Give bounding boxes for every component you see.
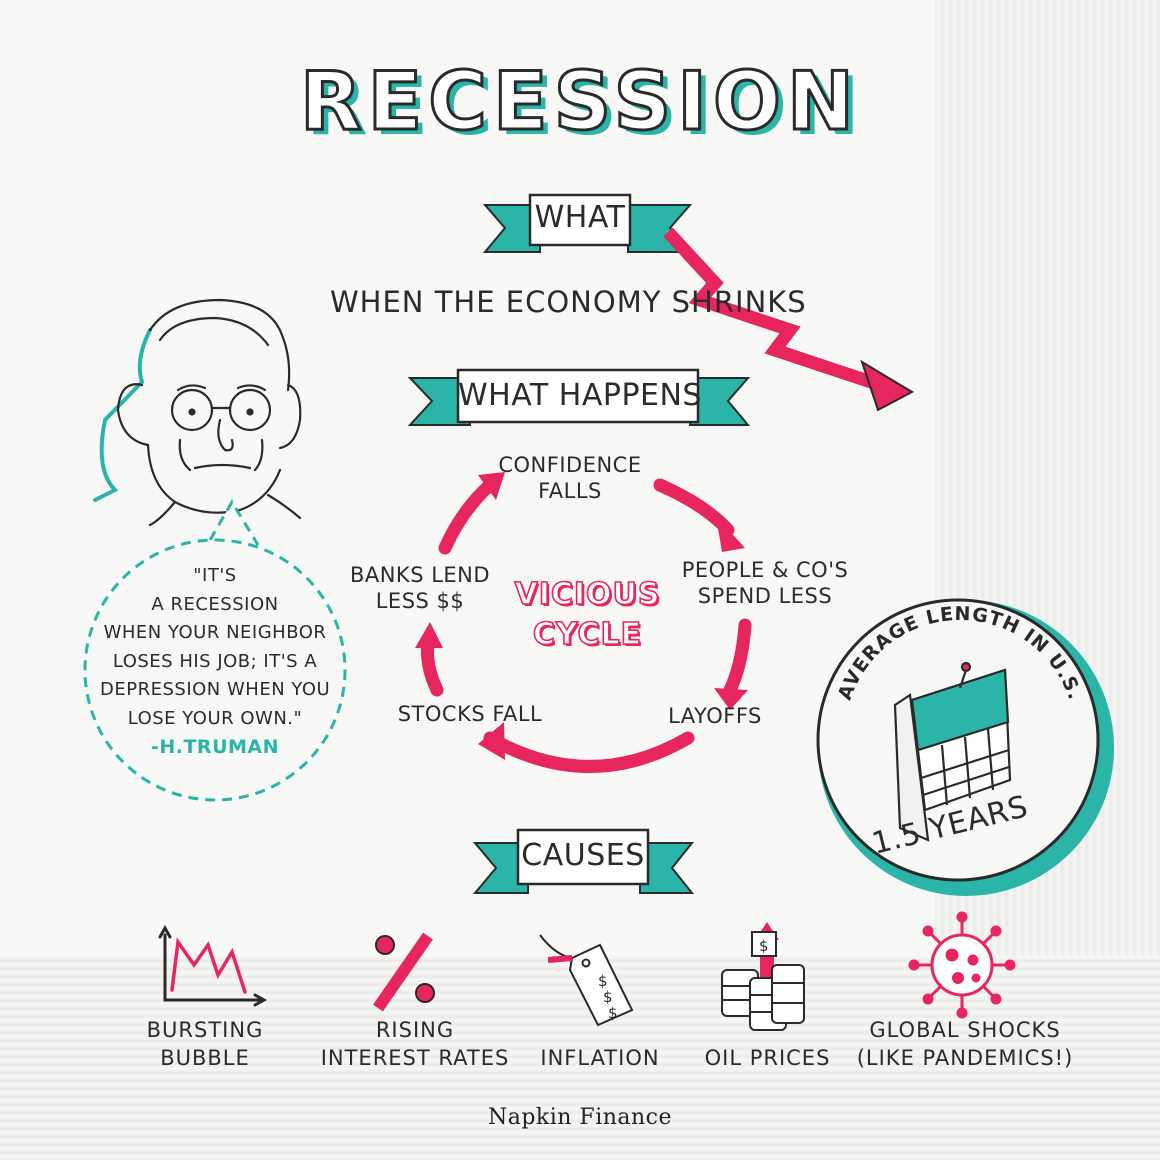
cycle-stocks-fall: STOCKS FALL — [397, 702, 543, 726]
cause-line: BUBBLE — [160, 1046, 250, 1070]
cycle-banks-line2: LESS $$ — [375, 589, 465, 613]
cause-line: BURSTING — [146, 1018, 264, 1042]
banner-what-label: WHAT — [534, 200, 626, 235]
svg-text:$: $ — [759, 937, 769, 955]
quote-line: LOSE YOUR OWN." — [127, 707, 303, 729]
truman-portrait-icon — [93, 298, 302, 527]
banner-what-happens — [407, 368, 751, 426]
economy-down-arrow-icon — [663, 227, 915, 412]
cycle-banks-lend: BANKS LEND LESS $$ — [340, 562, 500, 614]
banner-causes-label: CAUSES — [521, 838, 645, 873]
cycle-confidence-line1: CONFIDENCE — [498, 453, 642, 477]
cause-inflation: INFLATION — [540, 1046, 660, 1070]
cycle-layoffs: LAYOFFS — [668, 704, 762, 728]
cycle-confidence-line2: FALLS — [538, 479, 602, 503]
cause-line: GLOBAL SHOCKS — [869, 1018, 1061, 1042]
cycle-spend-line2: SPEND LESS — [697, 584, 833, 608]
calendar-icon — [893, 661, 1012, 842]
cause-rising-rates: RISING INTEREST RATES — [305, 1016, 525, 1072]
vicious-cycle-label: VICIOUS CYCLE — [490, 575, 685, 655]
svg-text:$: $ — [603, 988, 613, 1006]
banner-what-happens-label: WHAT HAPPENS — [458, 378, 702, 413]
bursting-bubble-chart-icon — [158, 924, 268, 1007]
price-tag-icon: $ $ $ — [539, 934, 634, 1027]
cycle-spend-less: PEOPLE & CO'S SPEND LESS — [670, 557, 860, 609]
svg-text:$: $ — [608, 1004, 618, 1022]
cause-bursting-bubble: BURSTING BUBBLE — [120, 1016, 290, 1072]
cause-global-shocks: GLOBAL SHOCKS (LIKE PANDEMICS!) — [850, 1016, 1080, 1072]
quote-line: A RECESSION — [151, 593, 279, 615]
quote-line: DEPRESSION WHEN YOU — [100, 679, 331, 700]
quote-line: WHEN YOUR NEIGHBOR — [103, 622, 327, 643]
quote-bubble — [83, 499, 347, 802]
cycle-confidence-falls: CONFIDENCE FALLS — [470, 452, 670, 504]
quote-author: -H.TRUMAN — [150, 736, 280, 758]
page-title: RECESSION — [299, 54, 860, 150]
cause-line: (LIKE PANDEMICS!) — [856, 1046, 1074, 1070]
truman-quote: "IT'S A RECESSION WHEN YOUR NEIGHBOR LOS… — [100, 562, 330, 762]
banner-causes — [472, 828, 695, 894]
cycle-spend-line1: PEOPLE & CO'S — [681, 558, 849, 582]
virus-icon — [908, 911, 1016, 1019]
cause-line: RISING — [375, 1018, 455, 1042]
vicious-line1: VICIOUS — [514, 576, 661, 613]
oil-barrels-icon: $ — [721, 922, 805, 1031]
vicious-line2: CYCLE — [532, 616, 643, 653]
svg-text:$: $ — [598, 972, 608, 990]
cause-line: INTEREST RATES — [320, 1046, 510, 1070]
quote-line: LOSES HIS JOB; IT'S A — [112, 650, 318, 672]
cycle-arrowheads — [415, 472, 748, 760]
quote-line: "IT'S — [193, 565, 237, 586]
brand-logo-text: Napkin Finance — [487, 1105, 673, 1130]
percent-sign-icon — [373, 932, 435, 1012]
cause-oil-prices: OIL PRICES — [704, 1046, 831, 1070]
definition-text: WHEN THE ECONOMY SHRINKS — [330, 285, 807, 319]
cycle-banks-line1: BANKS LEND — [349, 563, 491, 587]
